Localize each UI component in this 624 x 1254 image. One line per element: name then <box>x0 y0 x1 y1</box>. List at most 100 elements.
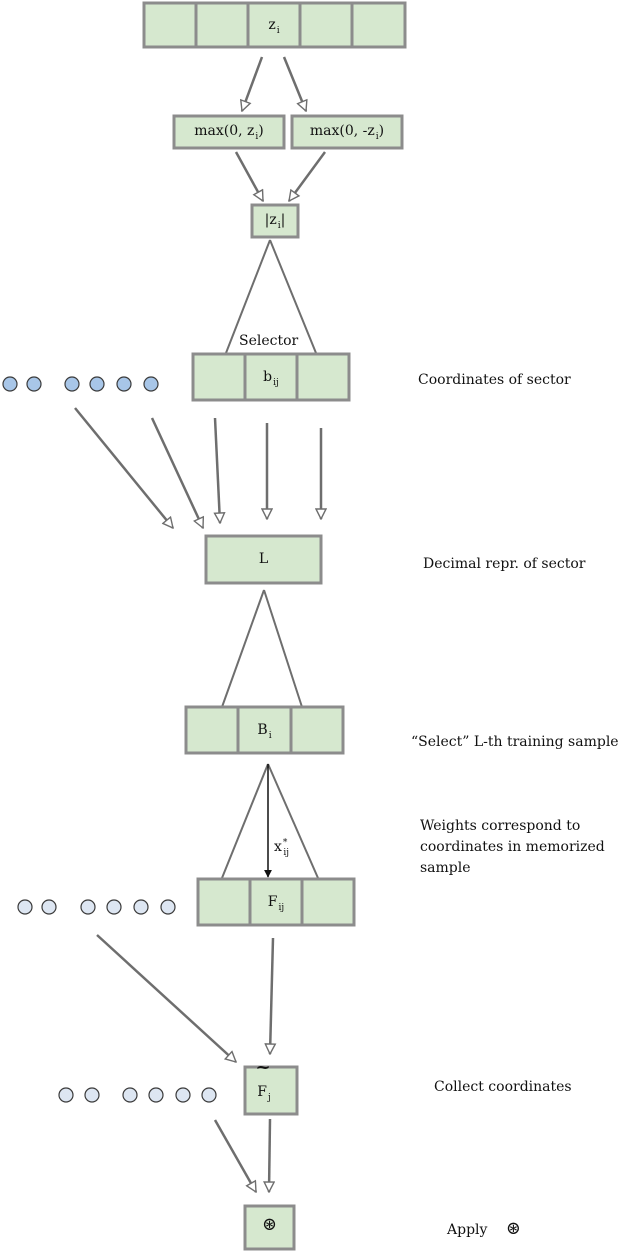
arrow-relu-pos-to-abs <box>234 151 265 201</box>
decimal-label: L <box>258 551 269 567</box>
dot <box>17 899 33 915</box>
sector-cell-2 <box>243 352 299 402</box>
arrow-dots-to-apply <box>213 1119 258 1192</box>
z-vector-cell-5 <box>350 1 407 49</box>
training-cell-3 <box>289 705 345 755</box>
training-sub: i <box>268 731 272 741</box>
abs-sub: i <box>277 221 281 231</box>
z-vector-label: zi <box>248 16 300 40</box>
relu-pos-main: max(0, z <box>194 123 255 139</box>
training-label: Bi <box>238 721 291 745</box>
dots-row-collect <box>58 1087 217 1103</box>
annotation-collect: Collect coordinates <box>434 1079 572 1095</box>
memorized-arrow-label: x*ij <box>274 834 289 862</box>
dots-row-weights <box>17 899 176 915</box>
z-vector-cell-4 <box>298 1 354 49</box>
annotation-weights-line1: Weights correspond to <box>420 818 581 834</box>
arrow-relu-neg-to-abs <box>287 151 327 201</box>
dot <box>106 899 122 915</box>
select-edge-right <box>263 589 303 708</box>
abs-box <box>250 203 300 239</box>
select-edge-left <box>221 589 265 708</box>
relu-neg-sub: i <box>375 132 379 142</box>
relu-pos-end: ) <box>258 123 264 139</box>
sector-sub: ij <box>273 378 279 388</box>
training-cell-1 <box>184 705 240 755</box>
weights-edge-left <box>221 763 269 879</box>
abs-main: |z <box>264 212 277 228</box>
dot <box>143 376 159 392</box>
weights-cell-1 <box>196 877 252 927</box>
dot <box>122 1087 138 1103</box>
sector-cell-3 <box>295 352 351 402</box>
relu-pos-sub: i <box>255 132 259 142</box>
collect-box <box>243 1065 299 1116</box>
arrow-collect-to-apply <box>269 1118 270 1192</box>
arrow-sector-to-decimal-1 <box>215 417 220 523</box>
arrow-z-to-relu-neg <box>282 56 306 111</box>
weights-edge-right <box>267 763 319 879</box>
sector-cell-1 <box>191 352 247 402</box>
annotation-select-sample: “Select” L-th training sample <box>411 734 619 750</box>
dot <box>175 1087 191 1103</box>
arrow-dots-to-collect <box>96 934 236 1062</box>
dot <box>80 899 96 915</box>
sector-main: b <box>263 369 273 385</box>
annotation-apply: Apply ⊛ <box>447 1220 521 1239</box>
dot <box>64 376 80 392</box>
apply-box <box>243 1204 296 1251</box>
abs-end: | <box>280 212 286 228</box>
collect-label: Fj <box>245 1083 283 1107</box>
dot <box>89 376 105 392</box>
z-label-sub: i <box>276 26 280 36</box>
arrow-z-to-relu-pos <box>242 56 264 111</box>
dot <box>133 899 149 915</box>
dot <box>41 899 57 915</box>
weights-label: Fij <box>250 893 302 917</box>
arrow-dots-to-decimal-2 <box>150 417 205 528</box>
relu-pos-label: max(0, zi) <box>174 122 284 146</box>
dot <box>84 1087 100 1103</box>
arrow-weights-to-collect <box>270 937 273 1054</box>
apply-symbol: ⊛ <box>261 1214 278 1235</box>
dots-row-sector <box>2 376 159 392</box>
annotation-decimal-repr: Decimal repr. of sector <box>423 556 586 572</box>
annotation-apply-text: Apply <box>447 1222 488 1238</box>
collect-tilde: ~ <box>255 1057 271 1078</box>
collect-main: F <box>257 1084 267 1100</box>
annotation-apply-symbol: ⊛ <box>505 1218 521 1239</box>
collect-sub: j <box>267 1093 271 1103</box>
weights-sub: ij <box>278 903 285 913</box>
dot <box>2 376 18 392</box>
dot <box>116 376 132 392</box>
dot <box>26 376 42 392</box>
annotation-weights-line3: sample <box>420 860 471 876</box>
z-label-main: z <box>268 17 276 33</box>
decimal-box <box>204 534 323 585</box>
weights-cell-3 <box>300 877 356 927</box>
memorized-sup: * <box>282 838 288 848</box>
memorized-sub: ij <box>283 848 290 858</box>
dot <box>160 899 176 915</box>
dot <box>201 1087 217 1103</box>
selector-edge-left <box>225 239 271 354</box>
relu-neg-box <box>290 114 404 150</box>
relu-neg-main: max(0, -z <box>309 123 375 139</box>
training-main: B <box>257 722 268 738</box>
abs-label: |zi| <box>252 211 298 235</box>
relu-pos-box <box>172 114 286 150</box>
z-vector <box>142 1 407 49</box>
dot <box>148 1087 164 1103</box>
selector-edge-right <box>269 239 317 354</box>
relu-neg-label: max(0, -zi) <box>292 122 402 146</box>
memorized-main: x <box>274 839 282 855</box>
relu-neg-end: ) <box>378 123 385 139</box>
sector-label: bij <box>245 368 297 392</box>
z-vector-cell-3 <box>246 1 302 49</box>
annotation-coordinates-of-sector: Coordinates of sector <box>418 372 571 388</box>
dot <box>58 1087 74 1103</box>
selector-label: Selector <box>239 333 299 349</box>
annotation-weights-line2: coordinates in memorized <box>420 839 605 855</box>
